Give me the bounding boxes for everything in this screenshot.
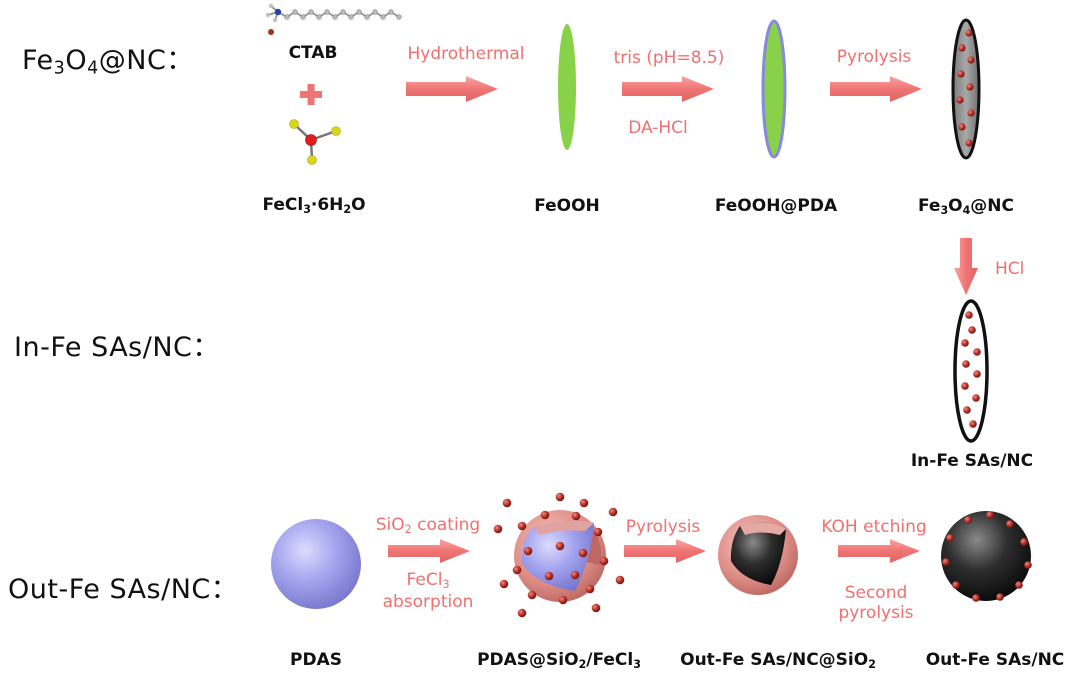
arrow-sio2-coating xyxy=(388,539,470,563)
step-hcl: HCl xyxy=(995,259,1025,279)
ctab-molecule-icon xyxy=(265,3,402,35)
step-absorption: absorption xyxy=(382,592,474,612)
label-pdas-sio2-fecl3: PDAS@SiO2/FeCl3 xyxy=(477,650,641,671)
arrow-hydrothermal xyxy=(406,76,498,102)
pdas-sio2-fecl3-particle xyxy=(493,492,625,618)
label-feooh: FeOOH xyxy=(534,196,600,216)
outfe-nc-particle xyxy=(941,511,1032,602)
pdas-sphere xyxy=(271,519,361,609)
step-sio2-coating: SiO2 coating xyxy=(375,515,481,536)
arrow-tris xyxy=(622,76,714,102)
step-second: Second xyxy=(844,583,908,603)
outfe-nc-sio2-particle xyxy=(718,515,798,595)
step-pyrolysis-2: Pyrolysis xyxy=(625,517,701,537)
arrow-koh-etching xyxy=(838,539,920,563)
label-infe-nc: In-Fe SAs/NC xyxy=(910,451,1034,471)
fecl3-label: FeCl3·6H2O xyxy=(262,195,366,216)
plus-icon xyxy=(300,84,322,105)
step-hydrothermal: Hydrothermal xyxy=(407,44,525,64)
feooh-spindle xyxy=(558,24,576,150)
label-feooh-pda: FeOOH@PDA xyxy=(714,196,838,216)
step-da-hcl: DA-HCl xyxy=(628,118,688,138)
arrow-pyrolysis-2 xyxy=(624,539,706,563)
label-outfe-nc: Out-Fe SAs/NC xyxy=(925,650,1065,670)
row-label-outfe: Out-Fe SAs/NC： xyxy=(8,574,239,605)
step-tris: tris (pH=8.5) xyxy=(613,48,725,68)
step-koh-etching: KOH etching xyxy=(821,517,927,537)
label-pdas: PDAS xyxy=(290,650,342,670)
arrow-pyrolysis-1 xyxy=(830,76,922,102)
row-label-infe: In-Fe SAs/NC： xyxy=(14,332,220,363)
infe-spindle xyxy=(953,299,989,443)
step-fecl3: FeCl3 xyxy=(406,570,450,591)
row-label-fe3o4-nc: Fe3O4@NC： xyxy=(22,45,194,79)
feooh-pda-spindle xyxy=(761,19,787,159)
label-fe3o4-nc: Fe3O4@NC xyxy=(917,196,1015,217)
step-pyrolysis-1: Pyrolysis xyxy=(836,47,912,67)
fecl3-molecule-icon xyxy=(289,119,341,165)
label-outfe-nc-sio2: Out-Fe SAs/NC@SiO2 xyxy=(680,650,876,671)
arrow-hcl xyxy=(954,238,978,295)
step-pyrolysis-3: pyrolysis xyxy=(838,603,914,623)
ctab-label: CTAB xyxy=(288,43,338,63)
fe3o4-nc-spindle xyxy=(951,18,981,160)
